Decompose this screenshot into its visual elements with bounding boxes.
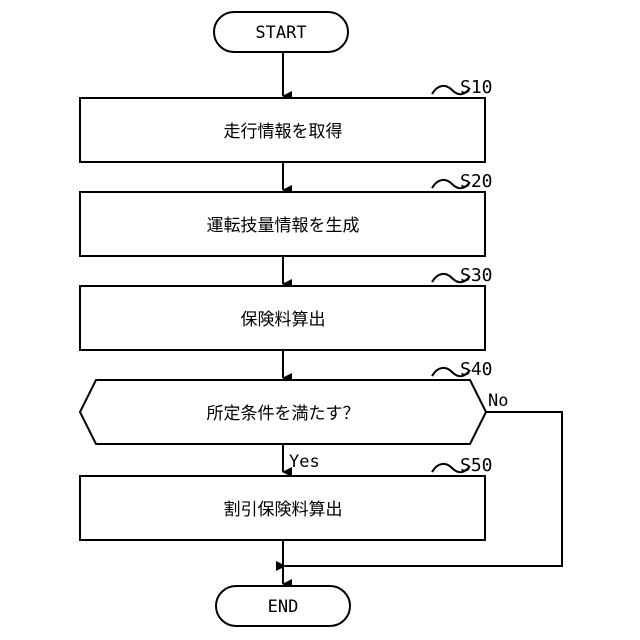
step-s20-id: S20 <box>460 171 493 192</box>
step-s50-id: S50 <box>460 455 493 476</box>
step-s50: 割引保険料算出 S50 <box>80 455 493 540</box>
step-s10: 走行情報を取得 S10 <box>80 77 493 162</box>
step-s30-id: S30 <box>460 265 493 286</box>
step-s20: 運転技量情報を生成 S20 <box>80 171 493 256</box>
step-s10-text: 走行情報を取得 <box>224 122 343 142</box>
step-s40-id: S40 <box>460 359 493 380</box>
step-s30: 保険料算出 S30 <box>80 265 493 350</box>
branch-yes-label: Yes <box>289 452 320 472</box>
start-terminal: START <box>214 12 348 52</box>
step-s40-text: 所定条件を満たす？ <box>207 404 360 424</box>
step-s10-id: S10 <box>460 77 493 98</box>
step-s50-text: 割引保険料算出 <box>224 500 343 520</box>
step-s30-text: 保険料算出 <box>241 310 326 330</box>
branch-no-label: No <box>488 391 508 411</box>
step-s40: 所定条件を満たす？ S40 <box>80 359 493 444</box>
end-terminal: END <box>216 586 350 626</box>
start-label: START <box>255 23 306 43</box>
step-s20-text: 運転技量情報を生成 <box>207 216 360 236</box>
end-label: END <box>268 597 299 617</box>
